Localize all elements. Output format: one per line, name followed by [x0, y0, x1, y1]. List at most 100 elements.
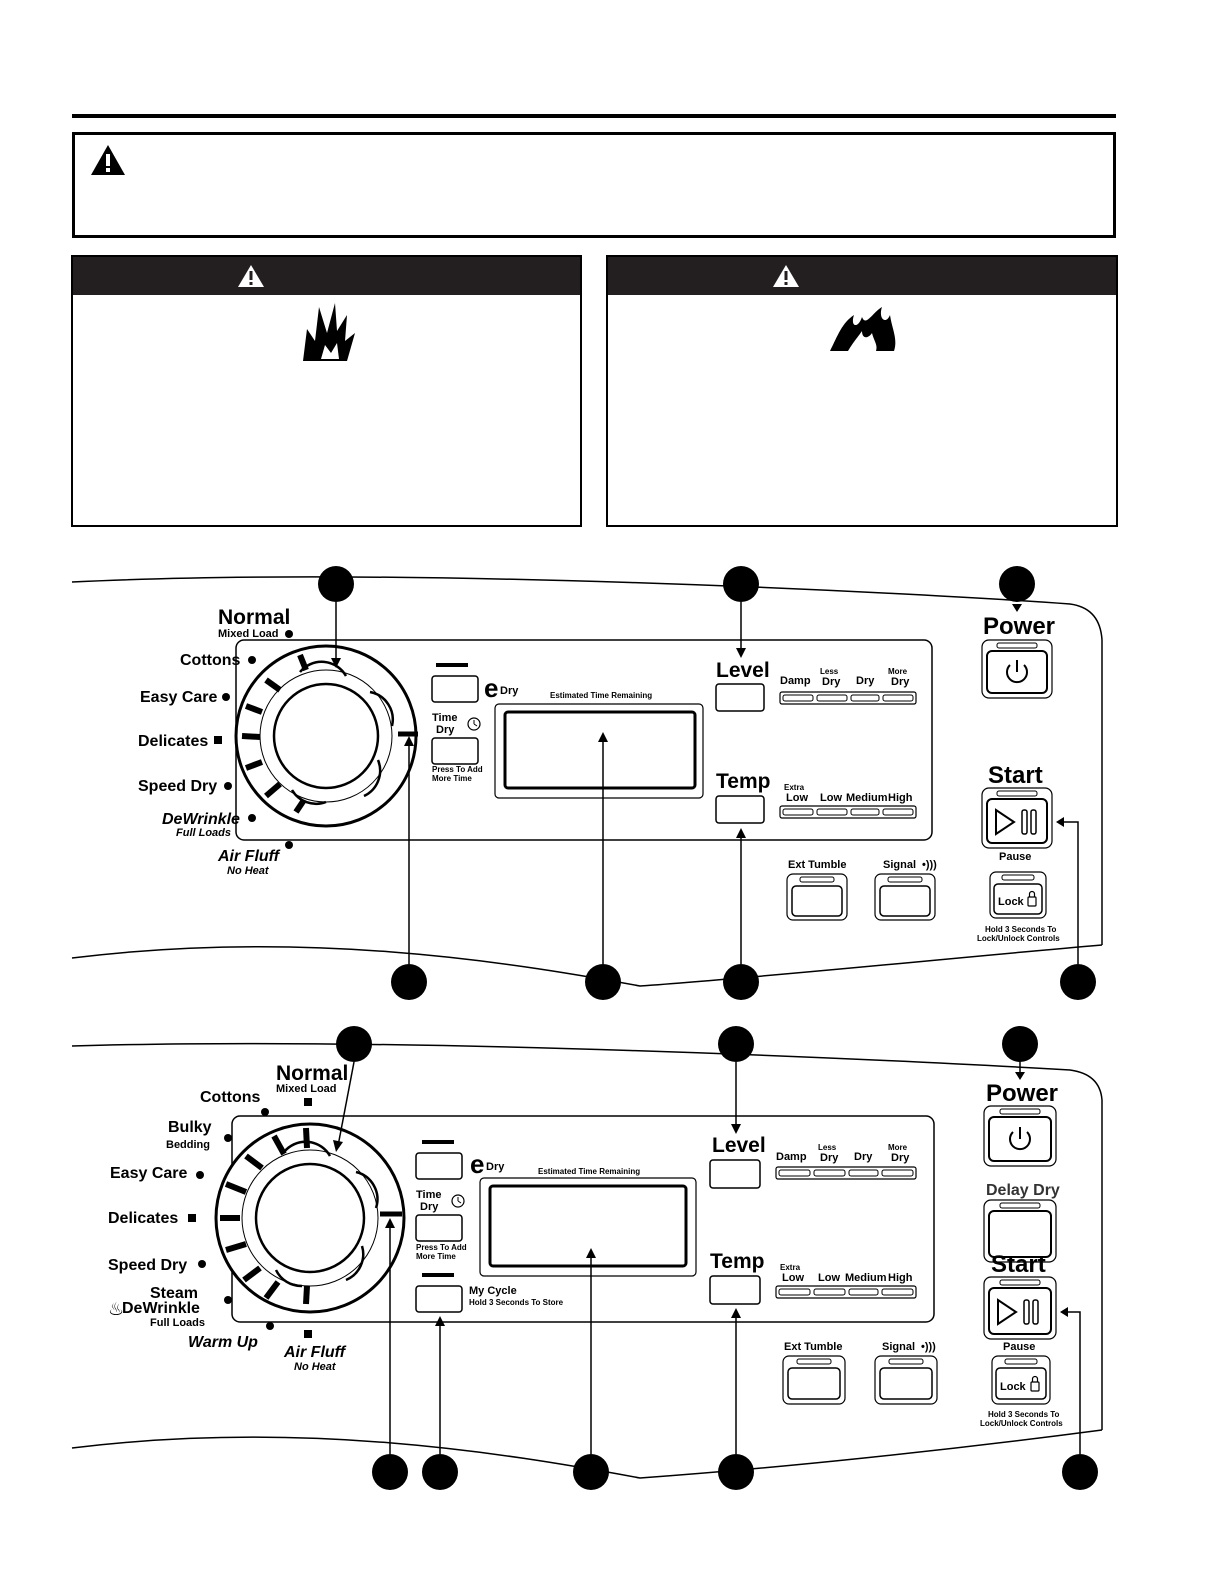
time-dry-button[interactable] — [431, 737, 479, 765]
power2-label: Power — [986, 1080, 1058, 1107]
callout-indicator — [391, 964, 427, 1000]
delay-dry-button[interactable] — [988, 1210, 1052, 1258]
power-led — [996, 642, 1038, 649]
fire-warning-header — [608, 257, 1116, 295]
level2-button[interactable] — [709, 1159, 761, 1189]
cycle-cottons-dot — [248, 656, 256, 664]
callout2-level — [718, 1026, 754, 1062]
time-display-2 — [488, 1184, 688, 1268]
lock-note-2: Lock/Unlock Controls — [977, 934, 1060, 943]
cycle2-bulky-dot — [224, 1134, 232, 1142]
fire-icon — [830, 307, 896, 351]
lock2-led — [1004, 1358, 1038, 1365]
lock-led — [1001, 874, 1035, 881]
explosion-icon — [303, 303, 355, 361]
explosion-warning-header — [73, 257, 580, 295]
temp2-low: Low — [818, 1272, 840, 1284]
time-dry2-label-2: Dry — [420, 1201, 439, 1213]
cycle2-full-loads-label: Full Loads — [150, 1317, 205, 1329]
warning-notice-box — [72, 132, 1116, 238]
ext-tumble-led — [799, 876, 835, 883]
level-less-2: Dry — [822, 676, 841, 688]
level-more-1: More — [888, 667, 908, 676]
edry2-e-logo: e — [470, 1149, 484, 1179]
level-leds — [779, 691, 917, 705]
press-add2-label-2: More Time — [416, 1252, 456, 1261]
explosion-warning-box — [71, 255, 582, 527]
level-label: Level — [716, 659, 770, 682]
level2-damp: Damp — [776, 1151, 807, 1163]
cycle-delicates-label: Delicates — [138, 733, 208, 750]
level-less-1: Less — [820, 667, 839, 676]
temp2-high: High — [888, 1272, 913, 1284]
ext-tumble-button[interactable] — [791, 885, 843, 917]
level2-label: Level — [712, 1134, 766, 1157]
time-display — [503, 710, 697, 790]
cycle2-speed-dry-dot — [198, 1260, 206, 1268]
temp2-button[interactable] — [709, 1275, 761, 1305]
temp-button[interactable] — [715, 795, 765, 824]
time-dry-label-2: Dry — [436, 724, 455, 736]
press-add2-label-1: Press To Add — [416, 1243, 467, 1252]
ext-tumble2-led — [796, 1358, 832, 1365]
cycle2-air-fluff-sub: No Heat — [294, 1361, 337, 1373]
level-damp: Damp — [780, 675, 811, 687]
edry-label: Dry — [500, 685, 519, 697]
signal2-label: Signal — [882, 1341, 915, 1353]
temp-extra-2: Low — [786, 792, 808, 804]
cycle2-steam-label: Steam — [150, 1285, 198, 1302]
lock2-note-2: Lock/Unlock Controls — [980, 1419, 1063, 1428]
time-dry2-button[interactable] — [415, 1214, 463, 1242]
lock-icon — [1027, 890, 1037, 907]
start-label: Start — [988, 762, 1043, 789]
cycle2-dewrinkle-label: DeWrinkle — [122, 1300, 200, 1317]
edry-button[interactable] — [431, 675, 479, 703]
signal2-sound-icon: •))) — [921, 1341, 936, 1353]
level2-more-2: Dry — [891, 1152, 910, 1164]
signal-label: Signal — [883, 859, 916, 871]
cycle2-delicates-dot — [188, 1214, 196, 1222]
edry2-label: Dry — [486, 1161, 505, 1173]
callout2-power — [1002, 1026, 1038, 1062]
temp-label: Temp — [716, 770, 770, 793]
level2-leds — [775, 1166, 917, 1180]
my-cycle-button[interactable] — [415, 1285, 463, 1313]
warning-triangle-icon — [773, 265, 799, 287]
lock-icon — [1030, 1375, 1040, 1392]
cycle-speed-dry-label: Speed Dry — [138, 778, 217, 795]
cycle2-cottons-dot — [261, 1108, 269, 1116]
signal-button[interactable] — [879, 885, 931, 917]
temp2-medium: Medium — [845, 1272, 887, 1284]
display2-bezel — [479, 1177, 697, 1277]
temp2-extra-2: Low — [782, 1272, 804, 1284]
display-bezel — [494, 703, 704, 799]
cycle-dewrinkle-sub: Full Loads — [176, 827, 231, 839]
my-cycle-note: Hold 3 Seconds To Store — [469, 1298, 564, 1307]
warning-triangle-icon — [238, 265, 264, 287]
lock2-note-1: Hold 3 Seconds To — [988, 1410, 1060, 1419]
level-button[interactable] — [715, 683, 765, 712]
delay-dry-label: Delay Dry — [986, 1182, 1060, 1199]
panel-1: Normal Mixed Load Cottons Easy Care Deli… — [71, 566, 1103, 1000]
cycle2-easy-care-label: Easy Care — [110, 1165, 187, 1182]
cycle-dial[interactable] — [234, 644, 418, 828]
signal2-button[interactable] — [879, 1367, 933, 1400]
panel-2: Normal Mixed Load Cottons Bulky Bedding … — [71, 1026, 1103, 1490]
power2-led — [999, 1108, 1041, 1115]
callout-start — [1060, 964, 1096, 1000]
cycle2-warm-up-dot — [266, 1322, 274, 1330]
ext-tumble2-button[interactable] — [787, 1367, 841, 1400]
warning-triangle-icon — [91, 145, 125, 175]
start-led — [996, 790, 1038, 797]
time-dry2-label-1: Time — [416, 1189, 441, 1201]
cycle-dewrinkle-dot — [248, 814, 256, 822]
cycle-air-fluff-dot — [285, 841, 293, 849]
cycle-dial-2[interactable] — [214, 1122, 406, 1314]
signal-sound-icon: •))) — [922, 859, 937, 871]
cycle2-normal-label: Normal — [276, 1062, 348, 1085]
play-pause-icon — [997, 1298, 1039, 1326]
cycle-cottons-label: Cottons — [180, 652, 241, 669]
callout-display — [585, 964, 621, 1000]
clock-icon — [451, 1194, 465, 1208]
edry2-button[interactable] — [415, 1152, 463, 1180]
